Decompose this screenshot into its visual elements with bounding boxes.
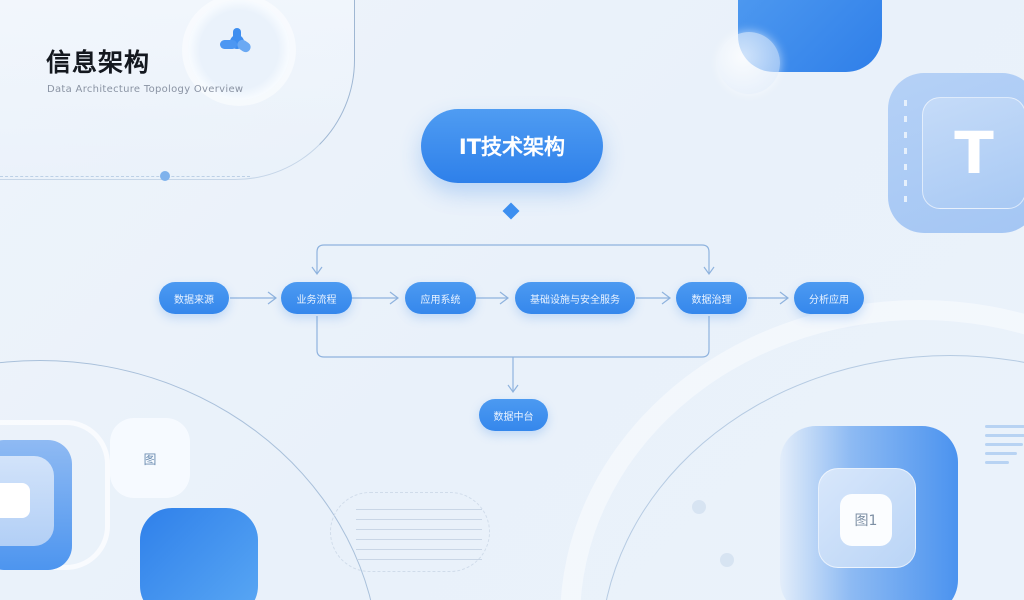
- chat-bubble-glyph: 图1: [840, 494, 892, 546]
- flow-node[interactable]: 数据中台: [479, 399, 548, 431]
- orbit-node-dot: [692, 500, 706, 514]
- flow-node[interactable]: 数据来源: [159, 282, 229, 314]
- flow-node[interactable]: 数据治理: [676, 282, 747, 314]
- page-subtitle: Data Architecture Topology Overview: [47, 84, 244, 95]
- dashed-divider: [0, 176, 250, 177]
- glass-bubble-decor: [718, 32, 780, 94]
- tri-blade-icon: [220, 28, 251, 53]
- root-node-it-architecture[interactable]: IT技术架构: [421, 109, 603, 183]
- blue-block-decor: [140, 508, 258, 600]
- flow-node[interactable]: 应用系统: [405, 282, 476, 314]
- flow-node[interactable]: 分析应用: [794, 282, 864, 314]
- document-lines: [356, 509, 482, 569]
- header-card-decor: [0, 0, 355, 180]
- glass-circle-decor: [188, 0, 290, 100]
- glass-tile-glyph: 图: [110, 418, 190, 498]
- orbit-node-dot: [720, 553, 734, 567]
- divider-dot: [160, 171, 170, 181]
- t-badge-icon: T: [922, 97, 1024, 209]
- document-lines-card: [330, 492, 490, 572]
- flow-node[interactable]: 业务流程: [281, 282, 352, 314]
- flow-node[interactable]: 基础设施与安全服务: [515, 282, 635, 314]
- text-lines-icon: [985, 425, 1024, 470]
- t-badge-ticks: [904, 100, 907, 210]
- white-chip-decor: [0, 483, 30, 518]
- page-title: 信息架构: [46, 48, 151, 77]
